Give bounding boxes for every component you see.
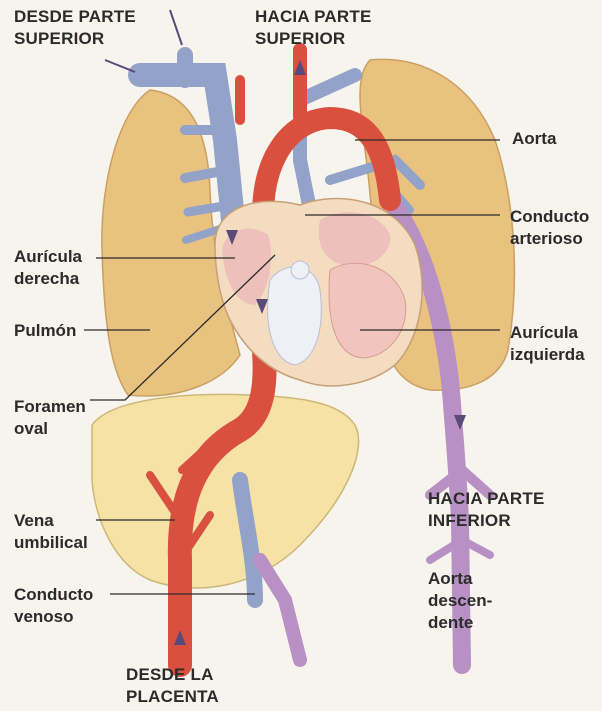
label-conducto-venoso: Conducto venoso [14, 584, 93, 628]
label-aorta-descendente: Aorta descen- dente [428, 568, 492, 634]
label-auricula-derecha: Aurícula derecha [14, 246, 82, 290]
label-pulmon: Pulmón [14, 320, 76, 342]
label-foramen-oval: Foramen oval [14, 396, 86, 440]
label-hacia-parte-inferior: HACIA PARTE INFERIOR [428, 488, 544, 532]
liver [92, 394, 359, 588]
label-hacia-parte-superior: HACIA PARTE SUPERIOR [255, 6, 371, 50]
label-desde-parte-superior: DESDE PARTE SUPERIOR [14, 6, 136, 50]
label-desde-la-placenta: DESDE LA PLACENTA [126, 664, 219, 708]
label-aorta: Aorta [512, 128, 556, 150]
label-conducto-arterioso: Conducto arterioso [510, 206, 589, 250]
heart [215, 198, 422, 385]
label-vena-umbilical: Vena umbilical [14, 510, 88, 554]
label-auricula-izquierda: Aurícula izquierda [510, 322, 585, 366]
